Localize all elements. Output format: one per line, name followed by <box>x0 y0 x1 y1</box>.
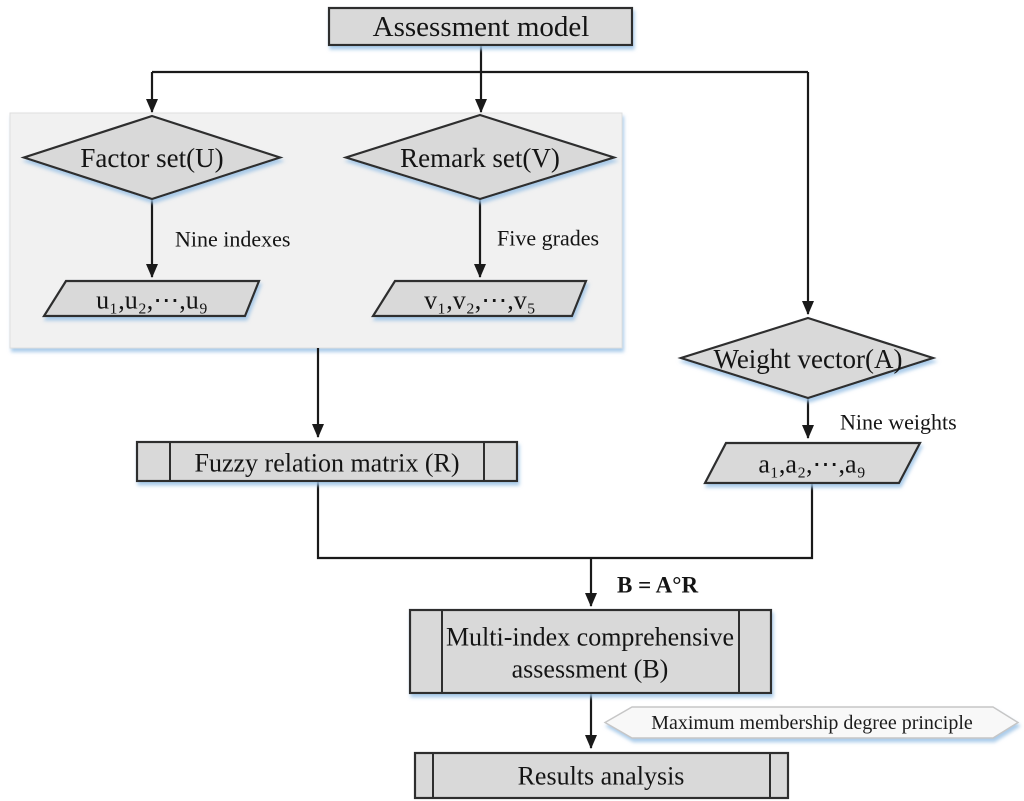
nine-indexes-label: Nine indexes <box>175 227 290 252</box>
factor-set-label: Factor set(U) <box>80 143 223 173</box>
a-values-parallelogram <box>703 441 922 485</box>
fuzzy-matrix-node <box>135 440 519 483</box>
multi-index-node <box>408 608 773 695</box>
weight-vector-label: Weight vector(A) <box>714 344 903 374</box>
remark-set-label: Remark set(V) <box>400 143 560 173</box>
multi-index-box <box>408 608 773 695</box>
v-values-label: v₁,v₂,⋯,v₅ <box>424 286 536 315</box>
results-box <box>413 751 790 800</box>
multi-index-label-line2: assessment (B) <box>512 655 669 684</box>
remark-set-diamond <box>342 113 618 201</box>
principle-label: Maximum membership degree principle <box>651 712 973 734</box>
v-values-parallelogram <box>371 279 588 318</box>
u-values-label: u₁,u₂,⋯,u₉ <box>96 286 208 315</box>
u-values-parallelogram <box>42 279 261 318</box>
factor-set-diamond <box>20 114 284 201</box>
fuzzy-matrix-label: Fuzzy relation matrix (R) <box>195 449 460 478</box>
results-label: Results analysis <box>518 762 685 791</box>
fuzzy-matrix-box <box>135 440 519 483</box>
results-node <box>413 751 790 800</box>
a-values-label: a₁,a₂,⋯,a₉ <box>758 450 865 479</box>
nine-weights-label: Nine weights <box>840 410 957 435</box>
multi-index-label-line1: Multi-index comprehensive <box>446 623 734 652</box>
weight-vector-diamond <box>677 316 937 400</box>
edge-merge-connector <box>316 481 814 560</box>
formula-label: B = A°R <box>617 573 698 598</box>
five-grades-label: Five grades <box>497 226 599 251</box>
assessment-model-label: Assessment model <box>373 11 590 43</box>
principle-hexagon <box>603 706 1020 739</box>
assessment-model-box <box>327 6 634 47</box>
